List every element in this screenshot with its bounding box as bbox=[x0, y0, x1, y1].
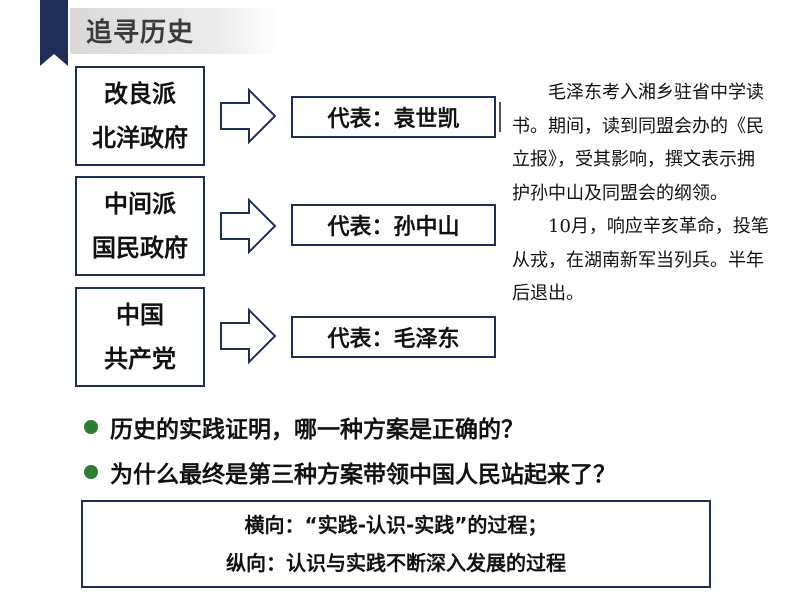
story-paragraph-1: 毛泽东考入湘乡驻省中学读书。期间，读到同盟会办的《民立报》，受其影响，撰文表示拥… bbox=[512, 82, 764, 204]
faction-government: 共产党 bbox=[104, 345, 176, 373]
faction-name: 中国 bbox=[116, 301, 164, 329]
right-arrow-icon bbox=[220, 198, 277, 254]
right-arrow-icon bbox=[220, 88, 277, 144]
faction-box-communist: 中国 共产党 bbox=[75, 287, 205, 387]
question-text: 为什么最终是第三种方案带领中国人民站起来了？ bbox=[110, 462, 616, 488]
title-bar-background bbox=[70, 8, 280, 54]
question-item: 历史的实践证明，哪一种方案是正确的？ bbox=[84, 410, 524, 444]
representative-box: 代表：袁世凯 bbox=[291, 96, 496, 138]
faction-government: 北洋政府 bbox=[92, 124, 188, 152]
faction-box-centrist: 中间派 国民政府 bbox=[75, 176, 205, 276]
title-ribbon-decoration bbox=[40, 0, 68, 66]
faction-name: 改良派 bbox=[104, 80, 176, 108]
faction-name: 中间派 bbox=[104, 190, 176, 218]
story-paragraph-2: 10月，响应辛亥革命，投笔从戎，在湖南新军当列兵。半年后退出。 bbox=[512, 216, 769, 304]
question-text: 历史的实践证明，哪一种方案是正确的？ bbox=[110, 417, 524, 443]
mao-story-text: 毛泽东考入湘乡驻省中学读书。期间，读到同盟会办的《民立报》，受其影响，撰文表示拥… bbox=[512, 76, 772, 311]
bullet-icon bbox=[84, 420, 98, 434]
right-arrow-icon bbox=[220, 308, 277, 364]
page-title: 追寻历史 bbox=[86, 18, 195, 48]
conclusion-horizontal: 横向：“实践-认识-实践”的过程； bbox=[244, 513, 548, 537]
representative-box: 代表：孙中山 bbox=[291, 204, 496, 246]
representative-box: 代表：毛泽东 bbox=[291, 316, 496, 358]
conclusion-vertical: 纵向：认识与实践不断深入发展的过程 bbox=[226, 551, 566, 575]
divider-line bbox=[499, 102, 501, 132]
question-item: 为什么最终是第三种方案带领中国人民站起来了？ bbox=[84, 455, 616, 489]
faction-box-reformist: 改良派 北洋政府 bbox=[75, 66, 205, 166]
bullet-icon bbox=[84, 465, 98, 479]
faction-government: 国民政府 bbox=[92, 234, 188, 262]
conclusion-box: 横向：“实践-认识-实践”的过程； 纵向：认识与实践不断深入发展的过程 bbox=[81, 500, 711, 588]
